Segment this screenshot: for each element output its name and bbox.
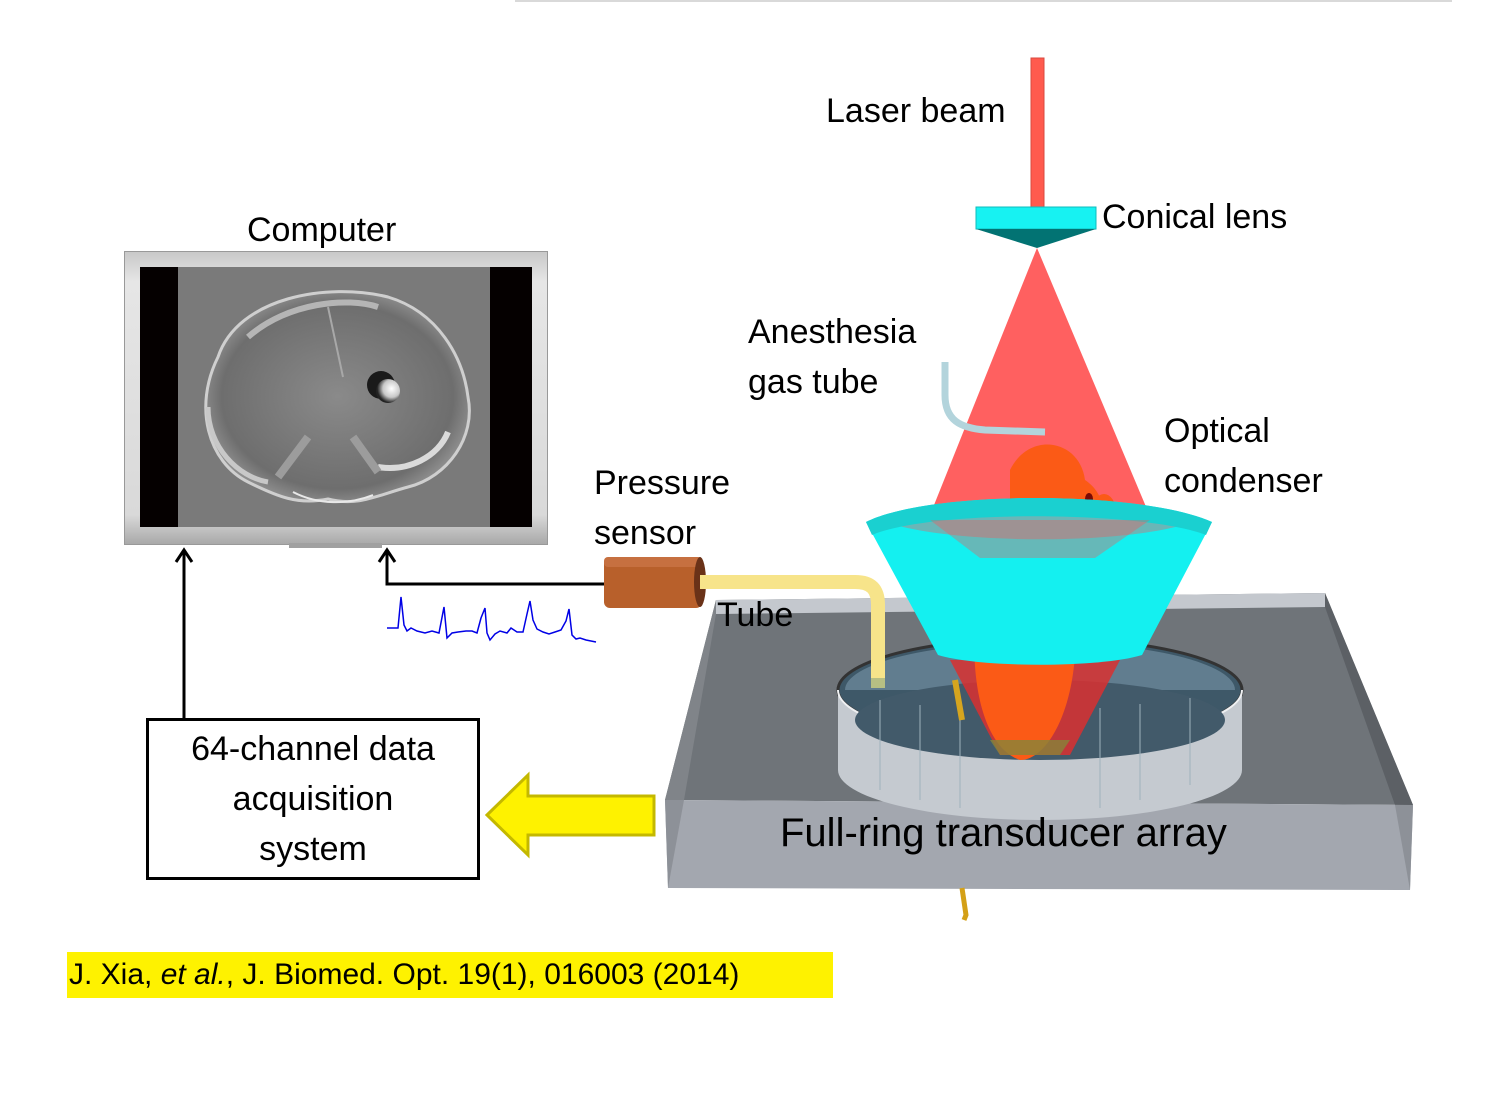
daq-to-computer-arrow [174, 547, 194, 718]
monitor-stand [289, 543, 382, 548]
pressure-sensor [604, 557, 706, 608]
laser-beam-label: Laser beam [826, 92, 1006, 130]
computer-label: Computer [247, 211, 397, 249]
top-divider-line [515, 0, 1452, 2]
citation: J. Xia, et al., J. Biomed. Opt. 19(1), 0… [67, 952, 833, 998]
anesthesia-label-line2: gas tube [748, 363, 879, 401]
pressure-sensor-label-line1: Pressure [594, 464, 731, 502]
monitor-screen [140, 267, 532, 527]
citation-etal: et al. [160, 958, 226, 991]
optical-condenser-label-line1: Optical [1164, 412, 1270, 450]
tube-end [871, 678, 885, 688]
light-cone [920, 248, 1160, 540]
transducer-array-label: Full-ring transducer array [780, 811, 1227, 855]
conical-lens-label: Conical lens [1102, 198, 1288, 236]
daq-label-line2: acquisition [232, 780, 394, 818]
pressure-signal-waveform [387, 596, 597, 643]
transducer-to-daq-block-arrow [484, 771, 656, 859]
ct-cross-section-image [178, 267, 490, 527]
pressure-sensor-label-line2: sensor [594, 514, 697, 552]
conical-lens [975, 206, 1097, 248]
pressure-tube [700, 575, 885, 682]
daq-label-line1: 64-channel data [191, 730, 435, 768]
tube-label: Tube [717, 596, 794, 634]
daq-label-line3: system [259, 830, 367, 868]
sensor-to-computer-arrow [377, 547, 604, 586]
anesthesia-label-line1: Anesthesia [748, 313, 917, 351]
optical-condenser-label-line2: condenser [1164, 462, 1323, 500]
ct-image-graphic [204, 290, 471, 504]
computer-monitor [124, 251, 548, 545]
citation-reference: , J. Biomed. Opt. 19(1), 016003 (2014) [225, 958, 740, 991]
anesthesia-gas-tube [941, 362, 1046, 436]
citation-author: J. Xia, [69, 958, 161, 991]
laser-beam [1030, 57, 1045, 211]
optical-condenser [866, 498, 1212, 665]
daq-system-box: 64-channel data acquisition system [146, 718, 480, 880]
